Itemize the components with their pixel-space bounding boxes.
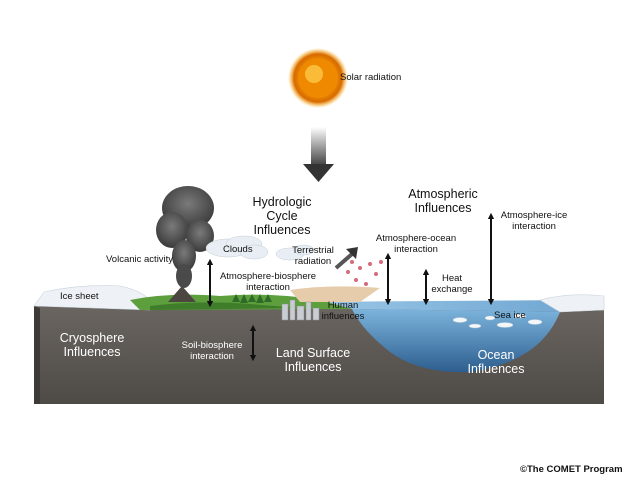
atmospheric-influences-heading: Atmospheric Influences — [408, 187, 478, 215]
desert-area — [290, 286, 380, 302]
solar-radiation-arrow — [303, 127, 334, 182]
sun-icon — [288, 48, 348, 108]
land-surface-dark — [150, 302, 300, 310]
atmosphere-biosphere-label: Atmosphere-biosphere interaction — [219, 271, 317, 293]
solar-radiation-label: Solar radiation — [340, 72, 402, 83]
clouds-icon — [205, 235, 315, 261]
ice-sheet-label: Ice sheet — [60, 291, 99, 302]
terrestrial-radiation-arrow — [334, 247, 358, 270]
ocean-influences-heading: Ocean Influences — [467, 348, 525, 376]
atmosphere-ocean-label: Atmosphere-ocean interaction — [375, 233, 457, 255]
trees-icon — [232, 294, 272, 303]
atmosphere-ice-label: Atmosphere-ice interaction — [500, 210, 568, 232]
hydrologic-cycle-heading: Hydrologic Cycle Influences — [252, 195, 312, 237]
ice-shelf-right — [539, 294, 605, 313]
clouds-label: Clouds — [223, 244, 253, 255]
credit-text: ©The COMET Program — [520, 464, 623, 475]
cryosphere-influences-heading: Cryosphere Influences — [59, 331, 125, 359]
ocean-surface — [300, 300, 580, 312]
human-influences-label: Human influences — [321, 300, 365, 322]
sea-ice-label: Sea ice — [494, 310, 526, 321]
heat-exchange-label: Heat exchange — [431, 273, 473, 295]
sea-ice-floes — [452, 313, 543, 329]
terrestrial-radiation-label: Terrestrial radiation — [292, 245, 334, 267]
volcanic-activity-label: Volcanic activity — [106, 254, 174, 265]
aerosol-dots — [346, 260, 383, 286]
volcano-icon — [156, 186, 214, 302]
city-icon — [281, 299, 320, 321]
land-surface-influences-heading: Land Surface Influences — [275, 346, 351, 374]
soil-biosphere-label: Soil-biosphere interaction — [181, 340, 243, 362]
